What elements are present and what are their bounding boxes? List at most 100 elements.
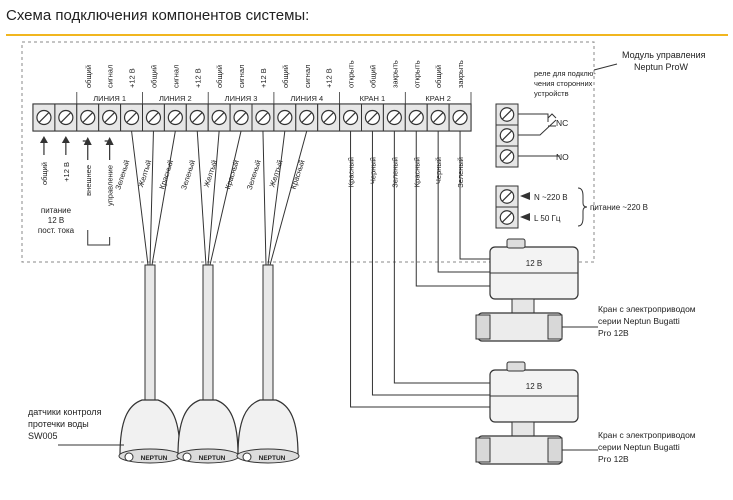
terminal-label: сигнал [106,65,115,88]
sensor-wire [151,130,176,266]
ext-ctrl-switch [87,230,111,246]
sensor-brand: NEPTUN [259,455,286,462]
sensor-wire-label: Желтый [136,159,153,189]
valve-top-wire [437,131,490,273]
terminal-9-slot [213,112,225,123]
group-label: ЛИНИЯ 3 [225,94,258,103]
terminal-17-slot [389,112,400,123]
relay-nc-mark [547,113,557,119]
sensor-wire [209,130,242,266]
relay-terminal-2-slot [501,130,513,141]
group-label: КРАН 1 [360,94,386,103]
ext-ctrl-arrowhead [105,137,114,145]
power-arrowhead [39,136,48,143]
group-label: ЛИНИЯ 1 [93,94,126,103]
valve-nut-left [475,437,491,463]
group-label: ЛИНИЯ 4 [290,94,323,103]
relay-label-3: устройств [534,89,569,98]
sensor-wire [131,130,149,266]
relay-label-2: чения сторонних [534,79,593,88]
terminal-label: +12 В [325,68,334,88]
terminal-13-slot [301,112,313,123]
terminal-1-slot [38,112,50,123]
valve-label-2b: серии Neptun Bugatti [598,442,680,452]
power220-terminal-2-slot [501,212,513,223]
terminal-label: сигнал [237,65,246,88]
valve-label-1b: серии Neptun Bugatti [598,316,680,326]
sensor-wire-label: Зеленый [179,159,197,191]
power220-terminal-1-slot [501,191,513,202]
sensor-body [119,399,181,456]
valve-nut-right [547,314,563,340]
sensor-wire-label: Красный [157,159,175,190]
power-caption-3: пост. тока [38,226,75,235]
terminal-label: общий [434,65,443,88]
terminal-label: сигнал [303,65,312,88]
group-label: ЛИНИЯ 2 [159,94,192,103]
sensor-icon [124,452,134,462]
terminal-5-slot [126,112,137,123]
valve-label-2c: Pro 12B [598,454,629,464]
relay-nc-label: NC [556,118,568,128]
valve-connector [506,361,526,372]
terminal-label: общий [281,65,290,88]
sensor-wire [207,130,220,266]
terminal-10-slot [235,112,247,123]
valve-bottom-wire [371,131,490,396]
terminal-label: закрыть [456,60,465,88]
power-caption-1: питание [41,206,72,215]
relay-terminal-1-slot [501,109,513,120]
terminal-label: общий [84,65,93,88]
ext-ctrl-label-2: управление [106,165,115,206]
terminal-14-slot [323,112,334,123]
relay-nc-wire [518,113,549,122]
sensor-wire [196,130,207,266]
valve-stem [511,421,535,437]
sensor-wire-label: Желтый [202,159,219,189]
valve-connector [506,238,526,249]
power-in-label: +12 В [62,162,71,182]
sensor-cable [202,264,214,401]
power220-arrow-l [520,213,530,221]
terminal-label: общий [149,65,158,88]
module-leader [593,63,618,71]
valve-badge: 12 В [526,382,542,391]
sensor-cable [262,264,274,401]
terminal-3-slot [82,112,94,123]
relay-contact [518,119,557,136]
sensor-wire-label: Зеленый [245,159,263,191]
terminal-label: закрыть [390,60,399,88]
sensor-brand: NEPTUN [141,455,168,462]
terminal-11-slot [257,112,269,123]
ext-ctrl-arrowhead [83,137,92,145]
power-in-label: общий [40,162,49,185]
terminal-label: сигнал [171,65,180,88]
power220-l-label: L 50 Гц [534,214,561,223]
module-label-2: Neptun ProW [634,62,689,72]
valve-label-2a: Кран с электроприводом [598,430,696,440]
sensor-wire [262,130,267,266]
terminal-label: +12 В [259,68,268,88]
terminal-label: открыть [412,60,421,88]
relay-no-label: NO [556,152,569,162]
sensor-cable [144,264,156,401]
terminal-6-slot [148,112,159,123]
sensor-icon [242,452,252,462]
valve-stem [511,298,535,314]
valve-2: 12 В [475,361,579,465]
valve-top-wire [415,131,490,287]
page-title: Схема подключения компонентов системы: [6,7,310,24]
terminal-8-slot [191,112,203,123]
terminal-7-slot [170,112,181,123]
sensor-wire-label: Красный [223,159,241,190]
terminal-label: +12 В [193,68,202,88]
sensor-wire-label: Зеленый [113,159,131,191]
relay-label-1: реле для подклю- [534,69,596,78]
valve-nut-right [547,437,563,463]
valve-nut-left [475,314,491,340]
sensor-label-1: датчики контроля [28,407,102,417]
terminal-20-slot [454,112,466,123]
power220-caption: питание ~220 В [590,203,648,212]
sensor-icon [182,452,192,462]
sensor-wire-label: Красный [289,159,307,190]
